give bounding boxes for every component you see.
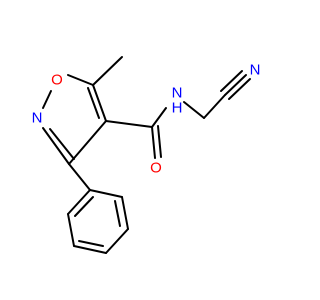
bond-ph6-ph1-a [67,189,91,215]
bond-nitrile-c [220,70,243,92]
bond-ph4-ph5-a [73,245,107,254]
bond-o1-c5 [67,74,94,86]
bond-n2-c3-b [49,128,75,160]
bond-nitrile-a [224,74,247,96]
atom-o1: O [51,72,63,89]
atom-n-amide: N [172,85,183,102]
atom-n-nitrile: N [250,62,261,79]
bond-carbonyl-b [157,125,162,158]
bond-carbonyl-a [151,126,156,159]
bond-ph2-ph3-b [114,200,121,227]
bond-ph3-ph4 [105,228,129,254]
bond-ph4-ph5-b [78,240,104,247]
bond-ph2-ph3-a [121,196,129,230]
bond-c5-methyl [92,56,123,86]
atom-n2: N [32,110,43,127]
bond-c3-c4 [68,120,107,165]
bond-namide-ch2 [183,101,205,119]
atom-h-amide: H [172,100,183,117]
bond-c4-c5-b [87,87,100,119]
bond-o1-n2 [42,90,52,109]
atom-o-carbonyl: O [150,160,162,177]
bond-ph5-ph6 [67,213,75,247]
bond-nitrile-b [228,78,251,100]
bond-ch2-cnitrile [203,94,226,119]
bond-camide-namide [151,107,167,128]
bond-ph6-ph1-b [74,196,94,217]
molecule-structure: O N N H N O [32,56,261,254]
bond-c3-phenyl [68,163,91,191]
bond-c4-camide [105,120,153,128]
bond-ph1-ph2 [89,189,123,198]
bond-n2-c3-a [42,127,70,165]
bond-c4-c5-a [92,84,107,122]
